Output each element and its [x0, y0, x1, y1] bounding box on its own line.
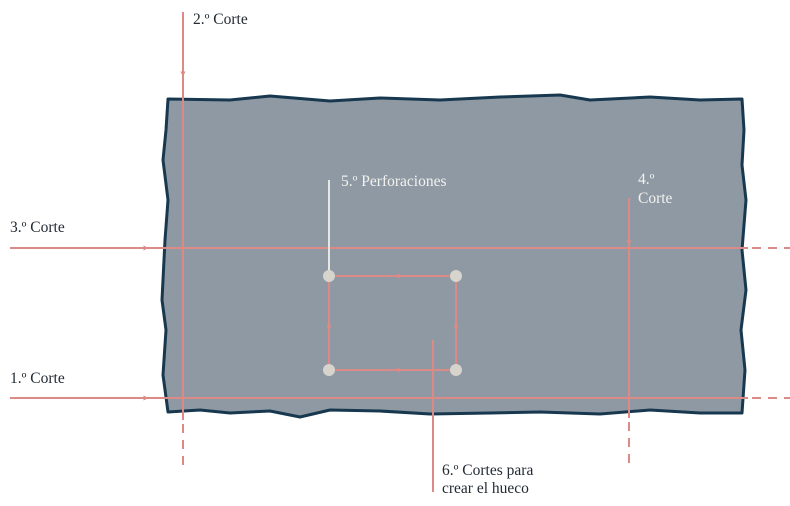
drill-point-top-left: [323, 270, 335, 282]
cut-6-label-line2: crear el hueco: [442, 480, 529, 497]
perforations-label: 5.º Perforaciones: [341, 173, 447, 190]
cut-1-label: 1.º Corte: [10, 370, 65, 387]
drill-point-bottom-left: [323, 364, 335, 376]
cut-4-label-line1: 4.º: [638, 171, 655, 188]
cut-4-label-line2: Corte: [638, 190, 673, 207]
cut-2-label: 2.º Corte: [193, 11, 248, 28]
cut-3-label: 3.º Corte: [10, 219, 65, 236]
cut-6-label-line1: 6.º Cortes para: [442, 462, 534, 479]
stone-slab: [160, 93, 748, 419]
drill-point-top-right: [450, 270, 462, 282]
drill-point-bottom-right: [450, 364, 462, 376]
opening-cut-path: [326, 273, 459, 373]
